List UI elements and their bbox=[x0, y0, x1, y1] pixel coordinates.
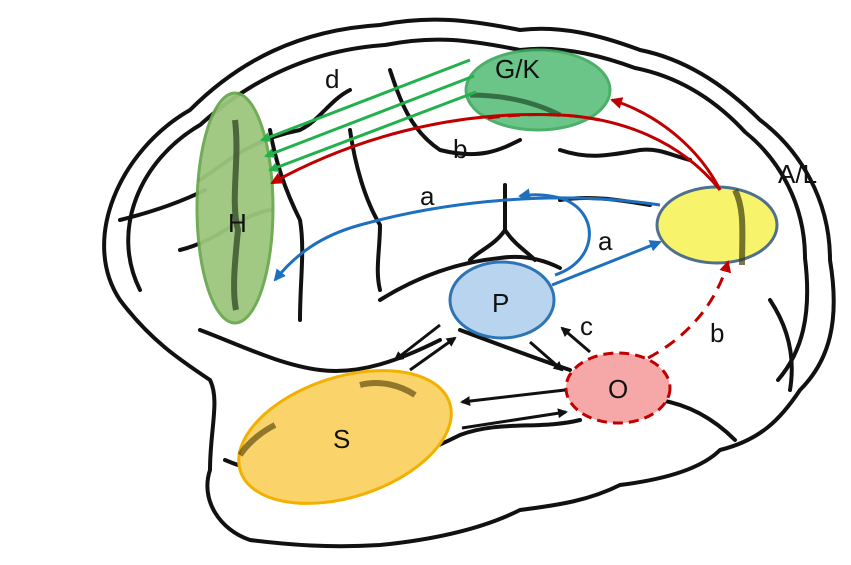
sulcus bbox=[348, 128, 382, 292]
arrow-b-dashed-segment bbox=[487, 113, 601, 122]
region-al-shape bbox=[655, 185, 779, 265]
arrow-a-top: a bbox=[273, 181, 661, 282]
region-h-label: H bbox=[228, 208, 247, 238]
arrow-d: d bbox=[260, 58, 477, 172]
sulcus bbox=[732, 188, 746, 266]
arrow-c: c bbox=[560, 311, 593, 354]
region-o-shape bbox=[564, 351, 672, 425]
sulcus bbox=[658, 398, 737, 442]
region-o: O bbox=[564, 351, 672, 425]
region-p-label: P bbox=[492, 288, 509, 318]
sulcus bbox=[468, 183, 537, 262]
region-s-shape bbox=[237, 369, 453, 505]
arrow-s-to-p bbox=[409, 336, 457, 372]
arrow-a-top-label: a bbox=[420, 181, 435, 211]
sulcus bbox=[359, 380, 417, 398]
sulcus bbox=[231, 119, 242, 311]
region-p-shape bbox=[448, 260, 556, 340]
region-al-label: A/L bbox=[778, 159, 817, 189]
sulcus bbox=[469, 92, 562, 118]
arrow-p-to-s bbox=[393, 323, 441, 362]
arrow-d-label: d bbox=[325, 64, 339, 94]
arrow-a-loop bbox=[518, 188, 591, 277]
arrow-d-line-3 bbox=[268, 90, 477, 172]
region-s-label: S bbox=[333, 424, 350, 454]
sulcus bbox=[768, 298, 794, 392]
region-gk: G/K bbox=[464, 48, 612, 132]
arrow-d-line-2 bbox=[264, 74, 475, 158]
arrow-a-p-to-al bbox=[551, 240, 662, 287]
arrow-b-right: b bbox=[647, 260, 732, 360]
arrow-c-o-to-p bbox=[560, 326, 591, 354]
arrow-b-right-label: b bbox=[710, 318, 724, 348]
region-p: P bbox=[448, 260, 556, 340]
sulcus bbox=[388, 68, 522, 157]
sulcus bbox=[558, 147, 692, 162]
sulcus bbox=[378, 254, 562, 302]
sulcus bbox=[237, 422, 277, 457]
arrow-a-mid: a bbox=[551, 226, 662, 287]
arrow-s-to-o bbox=[461, 408, 568, 430]
region-gk-shape bbox=[464, 48, 612, 132]
region-al: A/L bbox=[655, 159, 817, 266]
region-gk-label: G/K bbox=[495, 54, 540, 84]
arrow-c-label: c bbox=[580, 311, 593, 341]
arrow-b-top: b bbox=[270, 97, 722, 191]
region-h: H bbox=[195, 91, 275, 325]
arrow-p-to-o bbox=[529, 340, 564, 372]
sulcus bbox=[268, 128, 305, 322]
region-o-label: O bbox=[608, 374, 628, 404]
arrow-a-long-curve bbox=[273, 196, 661, 282]
region-s: S bbox=[237, 369, 453, 505]
arrow-o-to-s bbox=[460, 388, 566, 407]
arrow-b-curve-to-h bbox=[270, 112, 722, 191]
arrow-b-curve-to-gk bbox=[610, 97, 722, 191]
arrow-b-top-label: b bbox=[453, 134, 467, 164]
brain-inner-outline bbox=[126, 37, 810, 382]
arrow-a-mid-label: a bbox=[598, 226, 613, 256]
black-arrows bbox=[393, 323, 568, 430]
arrow-d-line-1 bbox=[260, 58, 471, 142]
